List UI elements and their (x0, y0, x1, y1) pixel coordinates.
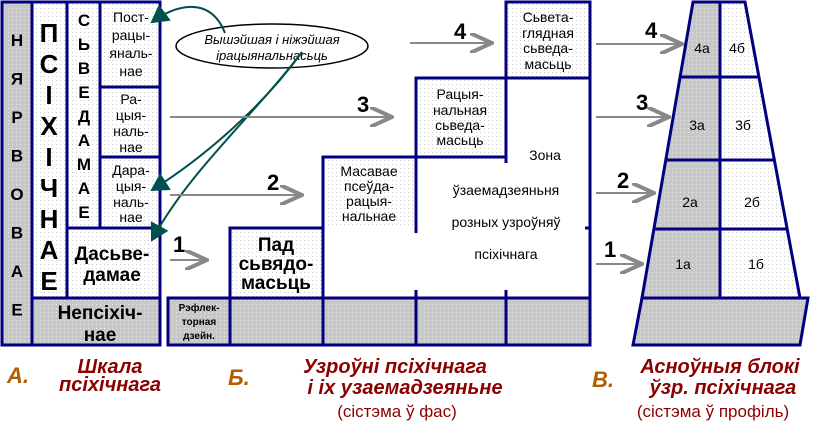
svg-text:Зона: Зона (529, 147, 561, 163)
svg-text:яналь-: яналь- (109, 45, 153, 61)
svg-text:наль-: наль- (113, 123, 149, 139)
svg-text:4: 4 (645, 18, 658, 43)
svg-text:псіхічнага: псіхічнага (474, 246, 537, 262)
svg-text:цыя-: цыя- (116, 107, 147, 123)
preconscious-cell: Дасьве-дамае (75, 244, 150, 286)
svg-text:дзейн.: дзейн. (183, 331, 215, 342)
svg-text:нае: нае (84, 325, 117, 346)
svg-text:Рацыя-: Рацыя- (437, 86, 484, 102)
svg-text:Непсіхіч-: Непсіхіч- (58, 303, 143, 324)
svg-text:В.: В. (592, 367, 614, 392)
svg-text:Дара-: Дара- (112, 162, 150, 178)
svg-text:3: 3 (636, 90, 648, 115)
svg-text:Пост-: Пост- (113, 9, 149, 25)
block-2a: 2а (682, 194, 698, 210)
svg-text:Масавае: Масавае (340, 163, 397, 179)
svg-text:глядная: глядная (522, 25, 574, 41)
svg-text:масьць: масьць (524, 56, 571, 72)
svg-text:нае: нае (119, 63, 143, 79)
svg-text:Пад: Пад (258, 235, 294, 256)
reflex-cell: Рэфлек-торная дзейн. (179, 302, 220, 342)
svg-text:нальная: нальная (433, 102, 487, 118)
svg-text:2: 2 (267, 170, 279, 195)
svg-text:Узроўні псіхічнага: Узроўні псіхічнага (303, 356, 487, 378)
svg-text:цыя-: цыя- (116, 178, 147, 194)
svg-text:2: 2 (617, 168, 629, 193)
nervous-column (2, 2, 32, 345)
svg-text:нае: нае (119, 209, 143, 225)
svg-text:Вышэйшая і ніжэйшая: Вышэйшая і ніжэйшая (204, 32, 339, 47)
caption-a: А. Шкала псіхічнага (6, 356, 161, 396)
svg-text:Дасьве-: Дасьве- (75, 244, 150, 265)
svg-text:1: 1 (604, 237, 616, 262)
profile-arrows: 1 2 3 4 (596, 18, 680, 264)
svg-text:нае: нае (119, 139, 143, 155)
block-2b: 2б (744, 194, 760, 210)
svg-text:Б.: Б. (228, 365, 250, 390)
block-1a: 1а (675, 256, 691, 272)
svg-text:Рэфлек-: Рэфлек- (179, 302, 220, 314)
svg-text:А.: А. (6, 363, 29, 388)
svg-text:4: 4 (454, 19, 467, 44)
svg-text:сьвядо-: сьвядо- (239, 254, 314, 275)
block-1b: 1б (748, 256, 764, 272)
svg-text:масьць: масьць (241, 273, 311, 294)
svg-text:псеўда-: псеўда- (344, 178, 394, 194)
svg-text:сьведа-: сьведа- (435, 117, 485, 133)
svg-text:сьведа-: сьведа- (523, 40, 573, 56)
postrational-cell: Пост-рацы- яналь-нае (109, 9, 153, 79)
caption-c: В. Асноўныя блокі ўзр. псіхічнага (сістэ… (592, 356, 800, 421)
irrationality-callout: Вышэйшая і ніжэйшая ірацыянальнасьць (150, 4, 369, 242)
svg-text:торная: торная (182, 317, 217, 328)
block-4a: 4а (694, 40, 710, 56)
block-3b: 3б (735, 117, 751, 133)
svg-text:рацы-: рацы- (112, 27, 151, 43)
svg-text:(сістэма ў фас): (сістэма ў фас) (337, 402, 457, 421)
svg-text:і іх узаемадзеяньне: і іх узаемадзеяньне (307, 377, 502, 399)
block-4b: 4б (729, 40, 745, 56)
svg-text:ўзаемадзеяньня: ўзаемадзеяньня (453, 182, 560, 198)
svg-text:1: 1 (173, 232, 185, 257)
svg-text:3: 3 (357, 92, 369, 117)
svg-text:Асноўныя блокі: Асноўныя блокі (639, 356, 800, 378)
rational-cell: Ра-цыя- наль-нае (113, 91, 149, 155)
svg-text:Ра-: Ра- (120, 91, 142, 107)
svg-text:нальнае: нальнае (342, 208, 396, 224)
svg-text:Сьвета-: Сьвета- (523, 9, 574, 25)
panel-c-blocks: 1а 1б 2а 2б 3а 3б 4а 4б 1 2 3 4 (596, 0, 810, 347)
svg-text:дамае: дамае (83, 265, 141, 286)
svg-text:ўзр. псіхічнага: ўзр. псіхічнага (649, 377, 797, 399)
nonpsychic-label: Непсіхіч-нае (58, 303, 143, 346)
caption-b: Б. Узроўні псіхічнага і іх узаемадзеяньн… (228, 356, 503, 421)
svg-text:ірацыянальнасьць: ірацыянальнасьць (216, 48, 328, 63)
prerational-cell: Дара-цыя- наль-нае (112, 162, 150, 225)
svg-text:рацыя-: рацыя- (346, 193, 392, 209)
interaction-zone: Зона ўзаемадзеяньня розных узроўняў псіхіч… (452, 147, 562, 262)
level-arrows: 1 2 3 4 (170, 19, 490, 260)
svg-text:масьць: масьць (436, 132, 483, 148)
svg-text:псіхічнага: псіхічнага (59, 374, 161, 396)
svg-text:розных узроўняў: розных узроўняў (452, 214, 561, 230)
block-3a: 3а (689, 117, 705, 133)
svg-text:наль-: наль- (113, 194, 149, 210)
svg-text:Шкала: Шкала (78, 356, 143, 378)
nonpsychic-cell (32, 298, 160, 345)
svg-text:(сістэма ў профіль): (сістэма ў профіль) (637, 402, 789, 421)
